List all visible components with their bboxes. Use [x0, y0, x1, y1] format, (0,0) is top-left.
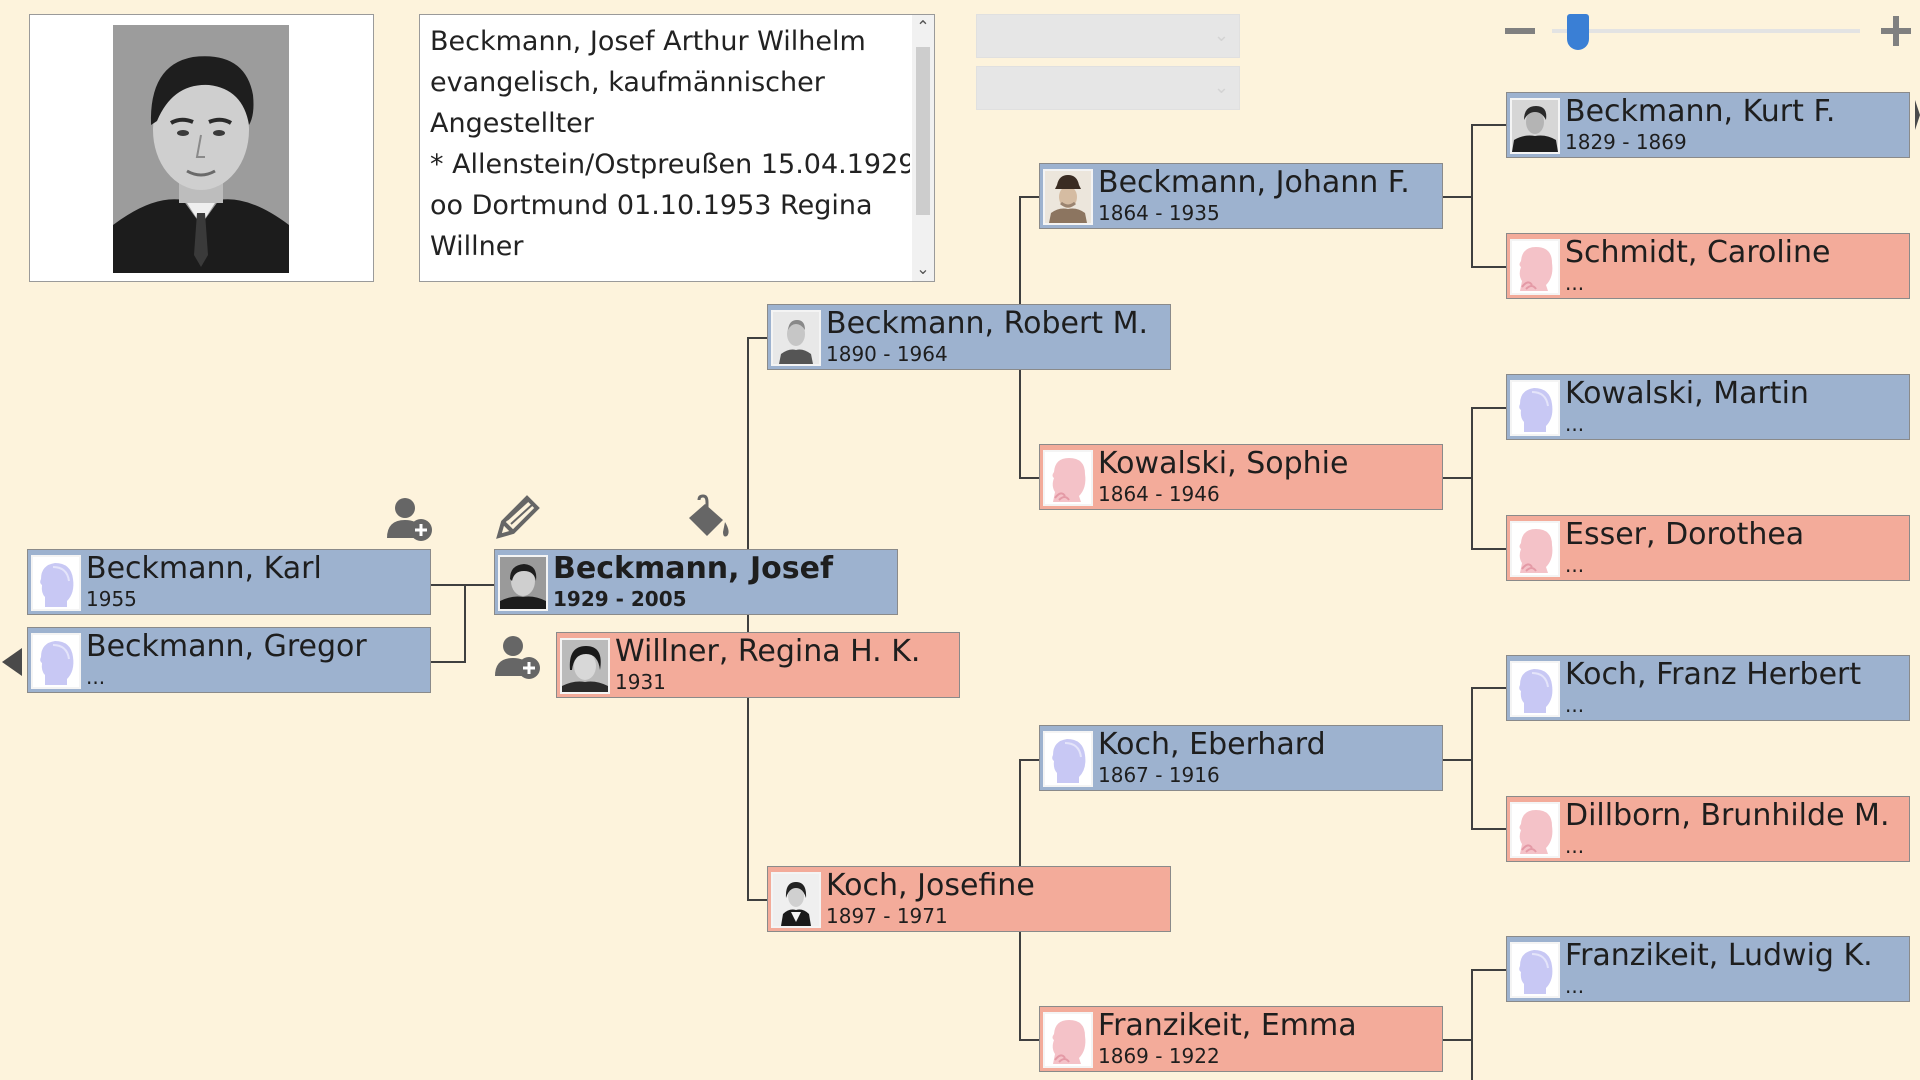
- female-silhouette-icon: [1510, 802, 1560, 858]
- male-silhouette-icon: [1510, 380, 1560, 436]
- add-spouse-person-icon[interactable]: [493, 632, 541, 680]
- edit-pencil-icon[interactable]: [493, 494, 541, 542]
- person-name: Beckmann, Josef: [553, 551, 834, 586]
- person-thumbnail-photo: [498, 555, 548, 611]
- person-dates: 1955: [86, 587, 137, 611]
- person-name: Beckmann, Johann F.: [1098, 165, 1410, 200]
- chevron-down-icon: ⌄: [1213, 25, 1229, 46]
- person-dates: ...: [1565, 412, 1585, 436]
- male-silhouette-icon: [31, 555, 81, 611]
- person-dates: ...: [1565, 974, 1585, 998]
- chevron-down-icon: ⌄: [1213, 77, 1229, 98]
- person-name: Kowalski, Sophie: [1098, 446, 1349, 481]
- navigate-right-arrow-icon: [1915, 100, 1920, 130]
- male-silhouette-icon: [1043, 731, 1093, 787]
- male-silhouette-icon: [1510, 661, 1560, 717]
- person-name: Schmidt, Caroline: [1565, 235, 1831, 270]
- person-name: Koch, Eberhard: [1098, 727, 1326, 762]
- person-notes-panel[interactable]: Beckmann, Josef Arthur Wilhelm evangelis…: [419, 14, 935, 282]
- person-name: Beckmann, Gregor: [86, 629, 367, 664]
- person-dates: 1864 - 1946: [1098, 482, 1220, 506]
- person-card-franz[interactable]: Koch, Franz Herbert ...: [1506, 655, 1910, 721]
- female-silhouette-icon: [1043, 450, 1093, 506]
- person-card-emma[interactable]: Franzikeit, Emma 1869 - 1922: [1039, 1006, 1443, 1072]
- person-dates: ...: [1565, 834, 1585, 858]
- person-dates: ...: [1565, 271, 1585, 295]
- person-dates: ...: [1565, 693, 1585, 717]
- scroll-up-arrow-icon[interactable]: ⌃: [916, 17, 930, 36]
- person-name: Willner, Regina H. K.: [615, 634, 921, 669]
- person-notes-text: Beckmann, Josef Arthur Wilhelm evangelis…: [430, 21, 910, 275]
- person-card-sophie[interactable]: Kowalski, Sophie 1864 - 1946: [1039, 444, 1443, 510]
- person-dates: 1869 - 1922: [1098, 1044, 1220, 1068]
- selector-dropdown-2[interactable]: ⌄: [976, 66, 1240, 110]
- person-card-martin[interactable]: Kowalski, Martin ...: [1506, 374, 1910, 440]
- person-name: Koch, Josefine: [826, 868, 1035, 903]
- person-portrait-photo: [113, 25, 289, 273]
- person-dates: 1864 - 1935: [1098, 201, 1220, 225]
- person-dates: ...: [1565, 553, 1585, 577]
- person-dates: 1931: [615, 670, 666, 694]
- person-card-gregor[interactable]: Beckmann, Gregor ...: [27, 627, 431, 693]
- person-name: Beckmann, Robert M.: [826, 306, 1149, 341]
- person-name: Kowalski, Martin: [1565, 376, 1809, 411]
- person-name: Koch, Franz Herbert: [1565, 657, 1862, 692]
- person-card-josefine[interactable]: Koch, Josefine 1897 - 1971: [767, 866, 1171, 932]
- person-card-kurt[interactable]: Beckmann, Kurt F. 1829 - 1869: [1506, 92, 1910, 158]
- person-thumbnail-photo: [560, 638, 610, 694]
- person-card-johann[interactable]: Beckmann, Johann F. 1864 - 1935: [1039, 163, 1443, 229]
- selector-dropdown-1[interactable]: ⌄: [976, 14, 1240, 58]
- notes-line: evangelisch, kaufmännischer: [430, 67, 825, 98]
- notes-scrollbar[interactable]: ⌃ ⌄: [912, 15, 934, 281]
- person-name: Esser, Dorothea: [1565, 517, 1805, 552]
- person-thumbnail-photo: [1510, 98, 1560, 154]
- person-name: Beckmann, Kurt F.: [1565, 94, 1836, 129]
- male-silhouette-icon: [31, 633, 81, 689]
- person-card-robert[interactable]: Beckmann, Robert M. 1890 - 1964: [767, 304, 1171, 370]
- zoom-in-button[interactable]: [1881, 16, 1911, 46]
- person-card-caroline[interactable]: Schmidt, Caroline ...: [1506, 233, 1910, 299]
- person-thumbnail-photo: [1043, 169, 1093, 225]
- person-card-brunhilde[interactable]: Dillborn, Brunhilde M. ...: [1506, 796, 1910, 862]
- person-name: Franzikeit, Emma: [1098, 1008, 1357, 1043]
- female-silhouette-icon: [1510, 239, 1560, 295]
- person-card-regina[interactable]: Willner, Regina H. K. 1931: [556, 632, 960, 698]
- person-dates: 1890 - 1964: [826, 342, 948, 366]
- person-card-josef-focus[interactable]: Beckmann, Josef 1929 - 2005: [494, 549, 898, 615]
- person-thumbnail-photo: [771, 310, 821, 366]
- scroll-down-arrow-icon[interactable]: ⌄: [916, 259, 930, 278]
- person-dates: 1897 - 1971: [826, 904, 948, 928]
- notes-line: * Allenstein/Ostpreußen 15.04.1929: [430, 149, 910, 180]
- person-thumbnail-photo: [771, 872, 821, 928]
- person-card-ludwig[interactable]: Franzikeit, Ludwig K. ...: [1506, 936, 1910, 1002]
- person-name: Dillborn, Brunhilde M.: [1565, 798, 1890, 833]
- notes-scroll-thumb[interactable]: [916, 47, 930, 215]
- navigate-left-arrow-icon: [2, 648, 22, 676]
- zoom-slider-track[interactable]: [1552, 29, 1860, 33]
- person-card-dorothea[interactable]: Esser, Dorothea ...: [1506, 515, 1910, 581]
- person-card-eberhard[interactable]: Koch, Eberhard 1867 - 1916: [1039, 725, 1443, 791]
- person-dates: 1829 - 1869: [1565, 130, 1687, 154]
- female-silhouette-icon: [1043, 1012, 1093, 1068]
- notes-line: + 20.06.2005: [430, 267, 910, 275]
- person-photo-panel: [29, 14, 374, 282]
- color-fill-bucket-icon[interactable]: [685, 494, 733, 542]
- zoom-slider-thumb[interactable]: [1567, 14, 1590, 50]
- add-child-person-icon[interactable]: [385, 494, 433, 542]
- person-name: Franzikeit, Ludwig K.: [1565, 938, 1873, 973]
- person-dates: ...: [86, 665, 106, 689]
- person-name: Beckmann, Karl: [86, 551, 322, 586]
- female-silhouette-icon: [1510, 521, 1560, 577]
- notes-line: Willner: [430, 231, 524, 262]
- person-dates: 1867 - 1916: [1098, 763, 1220, 787]
- notes-line: oo Dortmund 01.10.1953 Regina: [430, 190, 873, 221]
- person-card-karl[interactable]: Beckmann, Karl 1955: [27, 549, 431, 615]
- notes-line: Angestellter: [430, 108, 594, 139]
- zoom-out-button[interactable]: [1505, 28, 1535, 34]
- person-dates: 1929 - 2005: [553, 587, 687, 611]
- notes-line: Beckmann, Josef Arthur Wilhelm: [430, 26, 866, 57]
- male-silhouette-icon: [1510, 942, 1560, 998]
